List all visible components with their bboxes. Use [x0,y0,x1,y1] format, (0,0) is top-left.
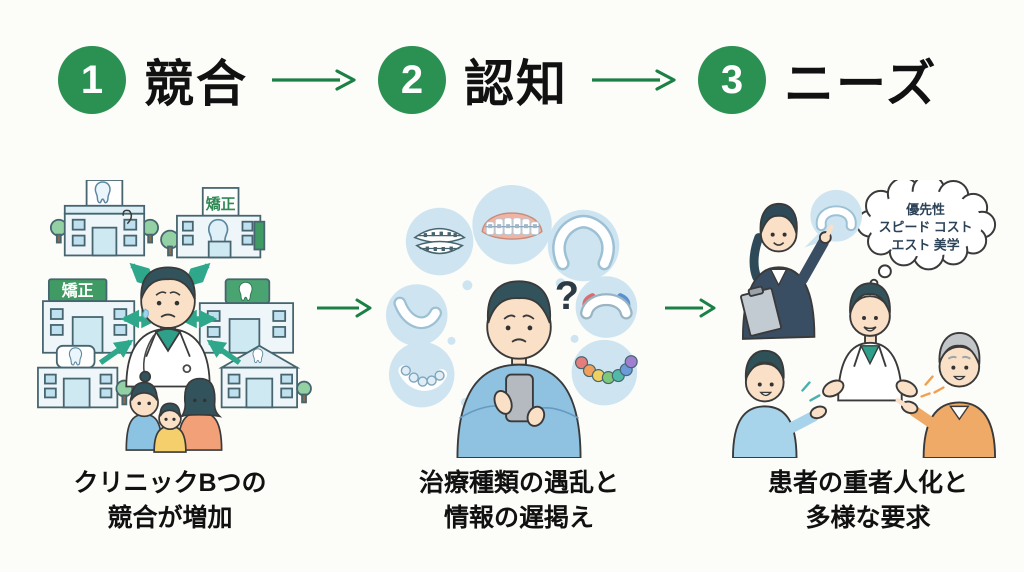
cloud-line-1: 優先性 [905,202,945,217]
step-3: 3 ニーズ [698,44,938,116]
aligner-speech-bubble [804,189,863,248]
confused-patient-illustration: ? [385,184,638,458]
kyosei-sign-text: 矯正 [206,195,236,213]
arrow-right-icon [592,69,676,91]
caption-line-1: 治療種類の遇乱と [418,469,619,497]
step-3-number-badge: 3 [698,46,766,114]
step-1: 1 競合 [58,44,248,116]
step-1-number-badge: 1 [58,46,126,114]
metal-braces-icon [413,227,466,255]
step-2-label: 認知 [464,56,568,112]
panel-awareness: ? [376,180,662,536]
clinic-building-tooth [49,180,159,257]
step-2: 2 認知 [378,44,568,116]
confused-person-figure [456,280,582,458]
clinic-building-kyosei-left: 矯正 [42,278,136,354]
elderly-man-figure [895,331,997,458]
cloud-line-3: エスト 美学 [892,238,960,253]
step-1-label: 競合 [144,56,248,112]
arrow-right-icon [272,69,356,91]
caption-line-2: 情報の遅掲え [443,504,594,532]
caption-line-2: 多様な要求 [805,504,931,532]
clinics-competition-illustration: 矯正 矯正 [37,180,312,453]
young-man-figure [732,349,827,458]
panel-needs: 優先性 スピード コスト エスト 美学 [718,180,1018,536]
clinic-building-kyosei-top: 矯正 [160,187,266,259]
caption-awareness: 治療種類の遇乱と 情報の遅掲え [419,466,619,536]
clear-aligner-icon [552,214,615,271]
caption-needs: 患者の重者人化と 多様な要求 [768,466,968,536]
flow-arrow-2 [662,296,718,320]
arrow-right-icon [317,298,372,318]
dentist-figure [822,282,918,402]
diverse-patients-illustration: 優先性 スピード コスト エスト 美学 [732,180,997,458]
caption-line-1: クリニックBつの [73,469,267,497]
panel-competition: 矯正 矯正 [28,180,312,536]
clinic-building-bottom-right [218,344,312,409]
cloud-line-2: スピード コスト [879,220,973,235]
rainbow-teeth-icon [574,355,638,385]
content-row: 矯正 矯正 [28,180,1018,536]
kyosei-sign-text: 矯正 [62,281,94,300]
step-1-number: 1 [80,58,104,102]
arrow-right-icon [665,298,716,318]
step-2-number: 2 [400,58,424,102]
worried-dentist-figure [122,209,211,388]
competition-arrows [98,262,242,365]
thought-bubbles [385,184,638,408]
partial-denture-icon [580,293,633,320]
step-3-label: ニーズ [784,56,938,112]
process-steps-header: 1 競合 2 認知 3 ニーズ [58,44,938,116]
clear-aligner-lower-icon [393,296,443,330]
consultant-woman-figure [740,202,834,340]
thought-cloud: 優先性 スピード コスト エスト 美学 [856,180,997,288]
chain-aligner-icon [398,365,448,391]
clinic-building-bottom-left [37,344,134,409]
question-mark: ? [555,274,579,318]
caption-line-2: 競合が増加 [107,504,233,532]
step-2-number-badge: 2 [378,46,446,114]
patient-family-figures [125,377,223,453]
braces-front-icon [481,212,543,240]
caption-competition: クリニックBつの 競合が増加 [73,466,266,536]
caption-line-1: 患者の重者人化と [767,469,968,497]
step-3-number: 3 [720,58,744,102]
flow-arrow-1 [312,296,376,320]
